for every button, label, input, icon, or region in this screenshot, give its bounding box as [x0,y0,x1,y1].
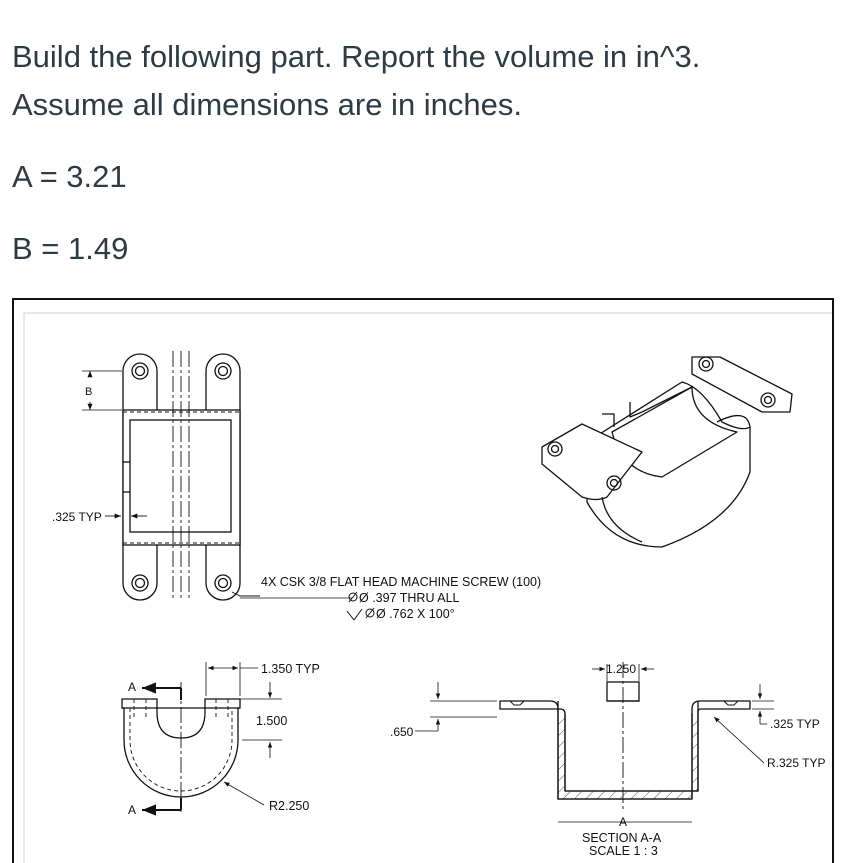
label-b: B [85,386,92,398]
top-view [82,351,260,601]
drawing-canvas: B .325 TYP 4X CSK 3/8 FLAT HEAD MACHINE … [23,312,832,863]
section-letter-bottom: A [128,803,136,817]
sheet-border [23,312,832,863]
note-screw: 4X CSK 3/8 FLAT HEAD MACHINE SCREW (100) [261,575,541,589]
prompt-line-2: Assume all dimensions are in inches. [12,87,523,122]
dim-r325-typ: R.325 TYP [767,756,825,770]
isometric-view [541,356,793,548]
section-view [415,662,774,823]
section-letter-top: A [128,680,136,694]
dim-r2250: R2.250 [269,799,309,813]
engineering-drawing-image: B .325 TYP 4X CSK 3/8 FLAT HEAD MACHINE … [12,298,834,863]
note-leader-symbols [240,591,375,621]
dim-325-typ-right: .325 TYP [770,717,820,731]
dim-1250: 1.250 [606,662,636,676]
label-325-typ: .325 TYP [52,510,102,524]
variable-a: A = 3.21 [12,159,127,194]
note-thru: Ø .397 THRU ALL [359,591,460,605]
section-scale: SCALE 1 : 3 [589,844,658,858]
variable-b: B = 1.49 [12,231,129,266]
dim-1500: 1.500 [256,714,287,728]
section-letter-center: A [619,815,627,829]
dim-1350-typ: 1.350 TYP [261,662,320,676]
note-csk: Ø .762 X 100° [376,607,455,621]
front-view [121,662,282,816]
prompt-line-1: Build the following part. Report the vol… [12,39,701,74]
section-title: SECTION A-A [582,831,662,845]
dim-650: .650 [390,725,414,739]
